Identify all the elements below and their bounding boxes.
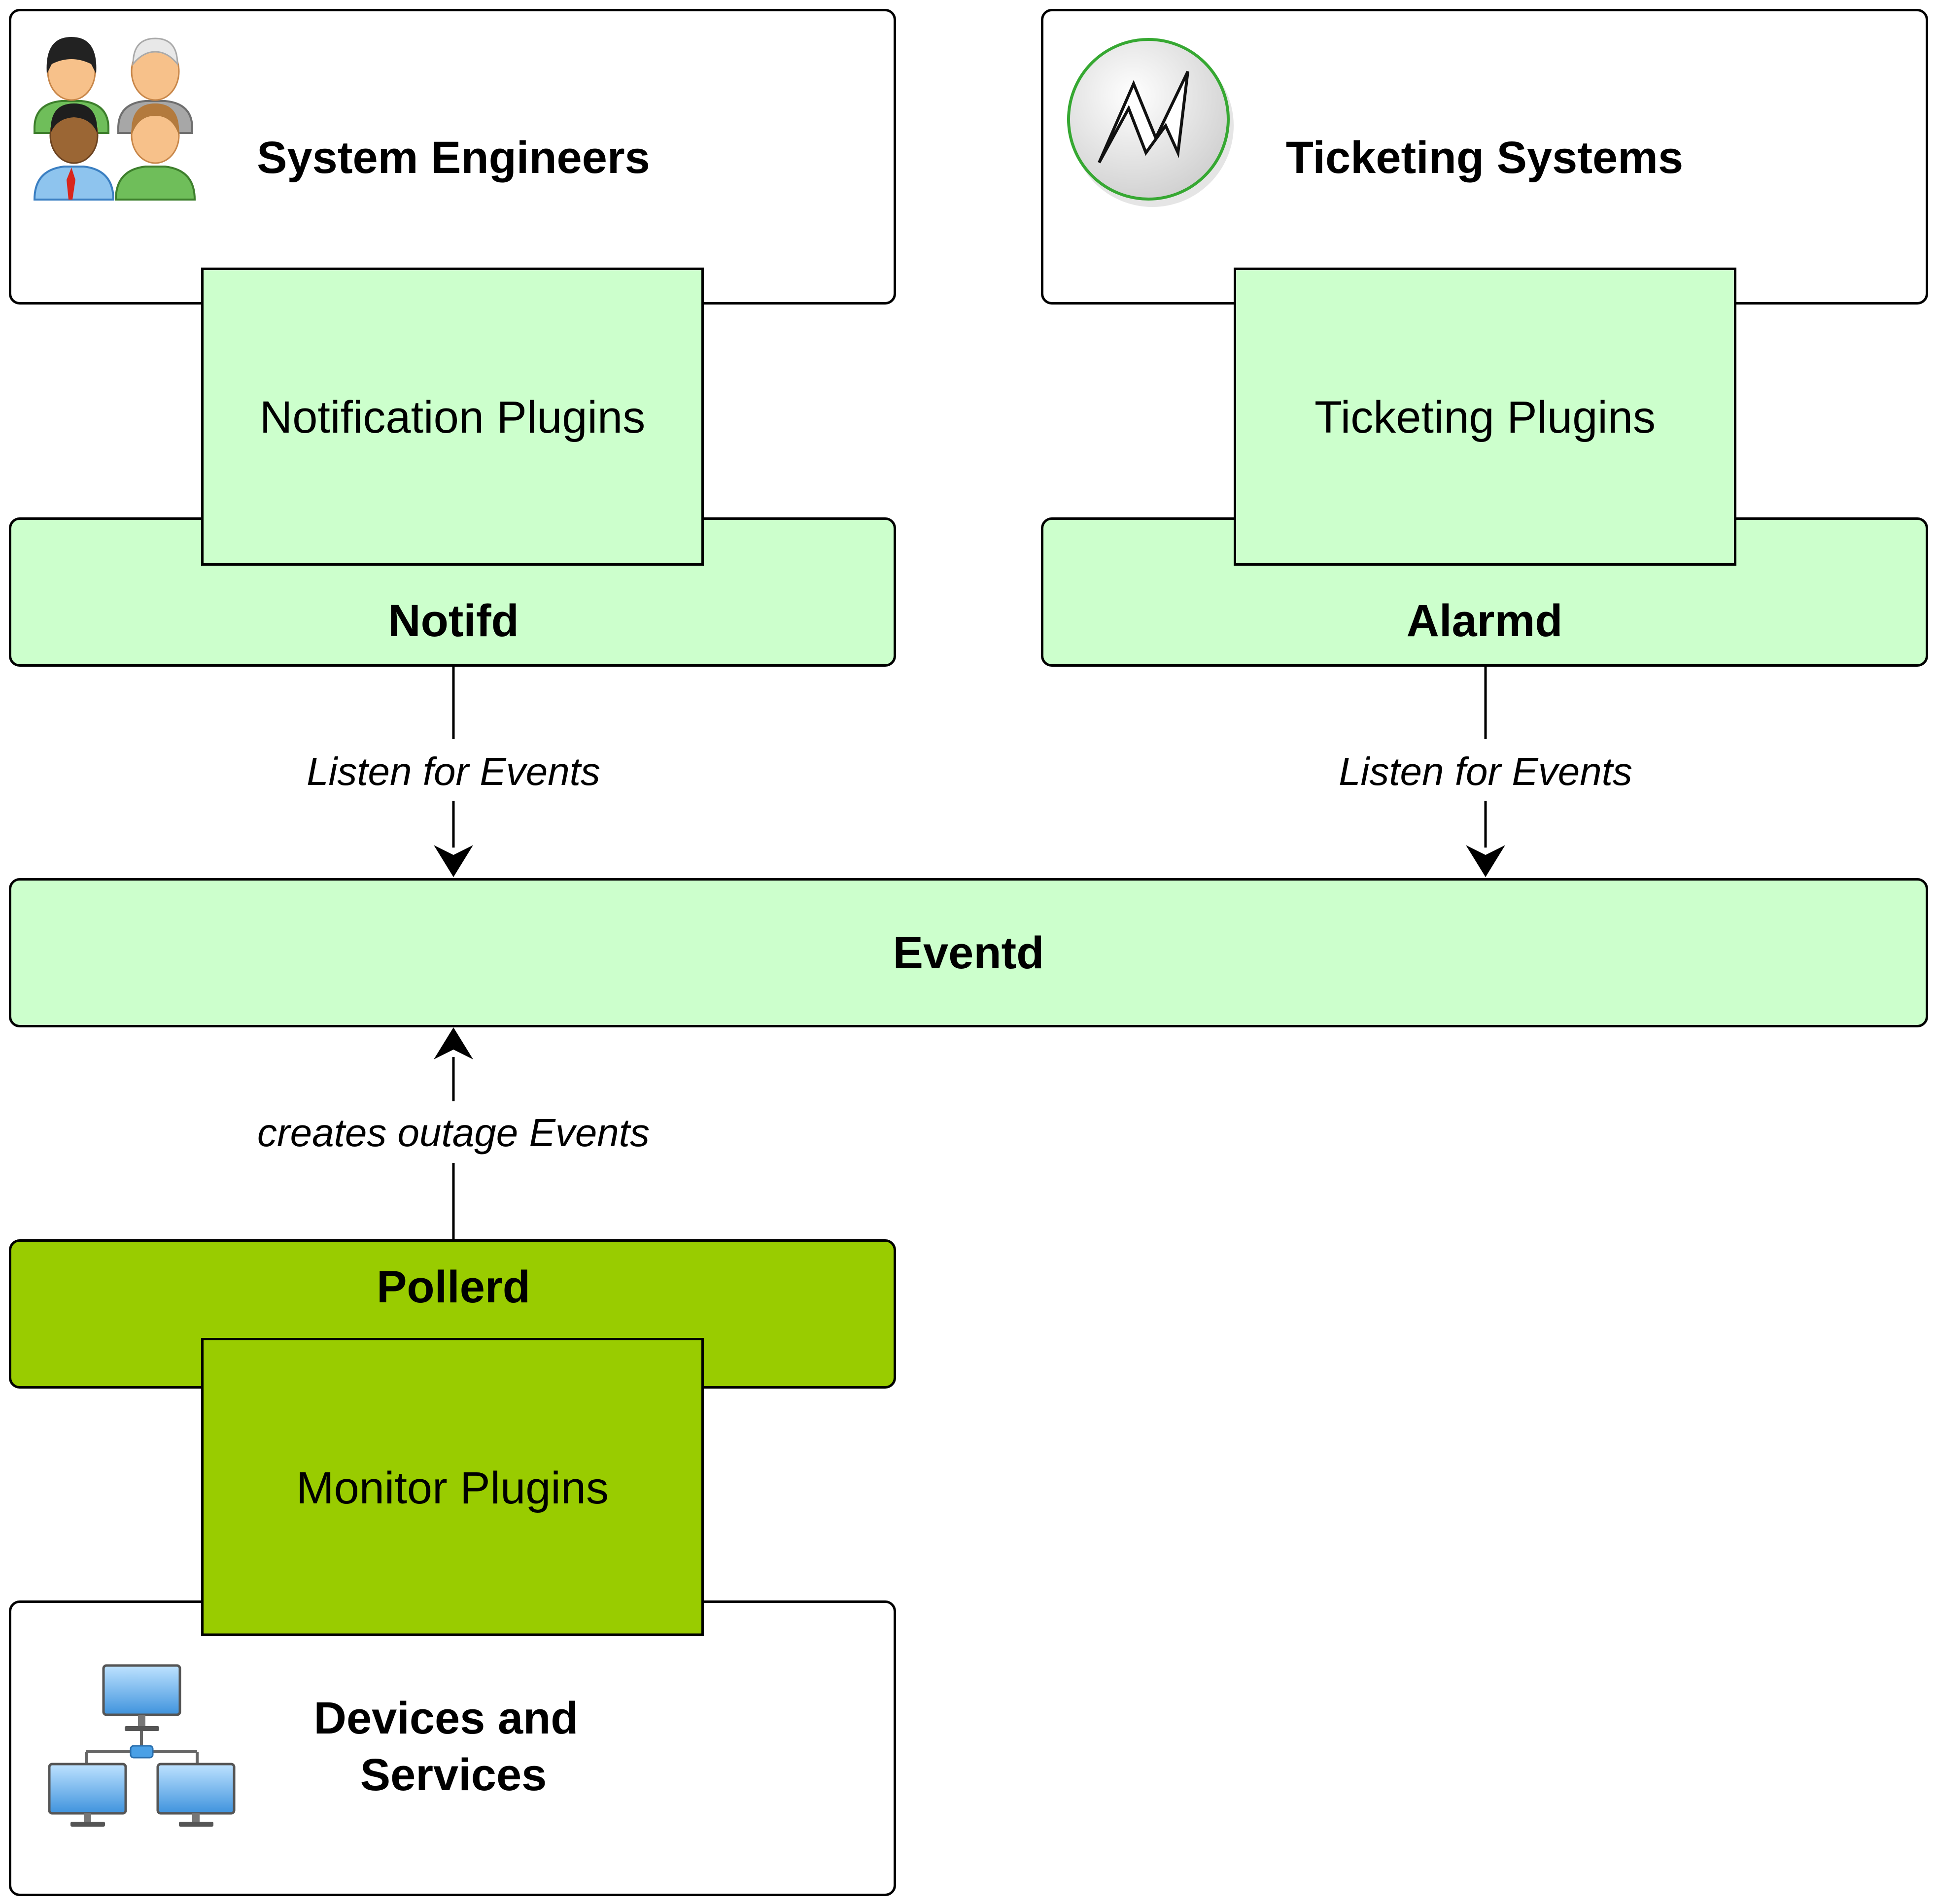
users-group-icon xyxy=(33,37,196,201)
monitor-plugins-box xyxy=(201,1338,704,1636)
eventd-label: Eventd xyxy=(893,928,1044,978)
alarmd-label: Alarmd xyxy=(1406,596,1563,646)
notification-plugins-box xyxy=(201,268,704,566)
lightning-bolt-icon xyxy=(1067,38,1234,207)
edge-notifd-to-eventd xyxy=(434,665,473,877)
edge-label-alarmd: Listen for Events xyxy=(1339,749,1632,793)
pollerd-label: Pollerd xyxy=(377,1262,530,1312)
system-engineers-label: System Engineers xyxy=(257,133,650,183)
devices-label-line2: Services xyxy=(360,1750,547,1800)
notifd-label: Notifd xyxy=(388,596,519,646)
ticketing-plugins-label: Ticketing Plugins xyxy=(1314,392,1656,442)
ticketing-systems-label: Ticketing Systems xyxy=(1285,133,1684,183)
devices-services-box xyxy=(9,1600,896,1896)
edge-label-notifd: Listen for Events xyxy=(307,749,600,793)
edge-label-pollerd: creates outage Events xyxy=(257,1111,650,1155)
devices-label-line1: Devices and xyxy=(313,1693,579,1743)
ticketing-plugins-box xyxy=(1234,268,1736,566)
alarmd-box xyxy=(1041,517,1928,667)
edge-pollerd-to-eventd xyxy=(434,1027,473,1239)
network-computers-icon xyxy=(48,1664,236,1827)
edge-alarmd-to-eventd xyxy=(1466,665,1505,877)
notification-plugins-label: Notification Plugins xyxy=(259,392,646,442)
monitor-plugins-label: Monitor Plugins xyxy=(296,1463,609,1513)
eventd-box xyxy=(9,878,1928,1027)
